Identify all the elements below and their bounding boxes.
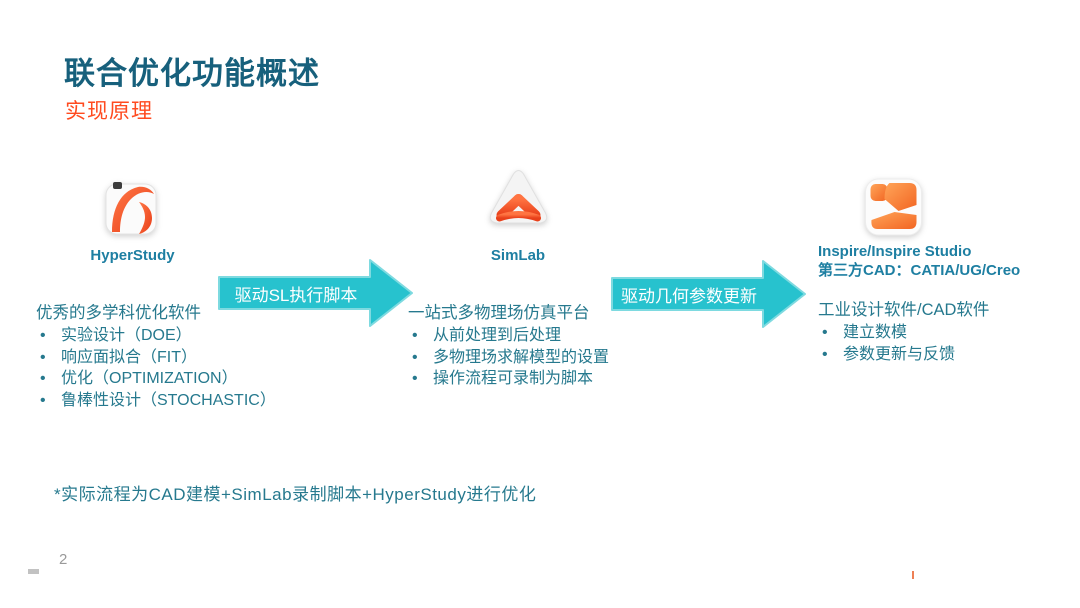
bullet-text: 操作流程可录制为脚本 — [433, 370, 594, 387]
simlab-logo-icon — [489, 170, 548, 224]
arrow-drive-geometry: 驱动几何参数更新 — [611, 259, 807, 329]
inspire-description: 工业设计软件/CAD软件 • 建立数模 • 参数更新与反馈 — [818, 299, 1068, 365]
inspire-label-line1: Inspire/Inspire Studio — [818, 243, 972, 260]
inspire-label: Inspire/Inspire Studio 第三方CAD：CATIA/UG/C… — [818, 242, 1020, 280]
bullet-text: 多物理场求解模型的设置 — [433, 348, 610, 366]
bullet-item: • 参数更新与反馈 — [822, 344, 1068, 366]
bullet-item: • 操作流程可录制为脚本 — [412, 368, 688, 390]
inspire-logo-icon — [865, 178, 922, 236]
page-number: 2 — [59, 551, 68, 568]
bullet-text: 鲁棒性设计（STOCHASTIC） — [61, 391, 276, 409]
bullet-dot: • — [822, 345, 828, 363]
bullet-item: • 优化（OPTIMIZATION） — [40, 368, 366, 390]
bullet-item: • 鲁棒性设计（STOCHASTIC） — [40, 390, 366, 412]
hyperstudy-label: HyperStudy — [90, 247, 175, 264]
bullet-text: 实验设计（DOE） — [61, 327, 192, 344]
bullet-dot: • — [822, 324, 828, 341]
page-subtitle: 实现原理 — [65, 100, 153, 123]
bullet-text: 响应面拟合（FIT） — [61, 348, 197, 366]
page-title: 联合优化功能概述 — [64, 56, 320, 91]
hyperstudy-logo-icon — [105, 182, 157, 235]
arrow-label: 驱动几何参数更新 — [621, 286, 757, 306]
bullet-text: 从前处理到后处理 — [433, 327, 562, 344]
bullet-item: • 实验设计（DOE） — [40, 325, 366, 347]
simlab-label: SimLab — [490, 247, 546, 264]
footnote: *实际流程为CAD建模+SimLab录制脚本+HyperStudy进行优化 — [54, 485, 537, 504]
bullet-item: • 从前处理到后处理 — [412, 325, 688, 347]
column-heading: 一站式多物理场仿真平台 — [408, 304, 590, 322]
bullet-dot: • — [40, 370, 46, 387]
bullet-text: 优化（OPTIMIZATION） — [61, 370, 238, 387]
bullet-dot: • — [412, 370, 418, 387]
simlab-description: 一站式多物理场仿真平台 • 从前处理到后处理 • 多物理场求解模型的设置 • 操… — [408, 302, 688, 390]
bullet-dot: • — [40, 391, 46, 409]
column-heading: 优秀的多学科优化软件 — [36, 304, 201, 322]
arrow-drive-script: 驱动SL执行脚本 — [218, 258, 414, 328]
bullet-text: 参数更新与反馈 — [843, 345, 956, 363]
bullet-item: • 多物理场求解模型的设置 — [412, 347, 688, 369]
column-heading: 工业设计软件/CAD软件 — [818, 301, 990, 319]
bullet-item: • 建立数模 — [822, 322, 1068, 344]
bullet-dot: • — [412, 348, 418, 366]
right-arrow-icon — [218, 259, 413, 327]
inspire-label-line2: 第三方CAD：CATIA/UG/Creo — [818, 262, 1021, 279]
right-arrow-icon — [611, 260, 806, 328]
bullet-dot: • — [40, 327, 46, 344]
bullet-text: 建立数模 — [843, 324, 908, 341]
hyperstudy-description: 优秀的多学科优化软件 • 实验设计（DOE） • 响应面拟合（FIT） • 优化… — [36, 302, 366, 411]
bullet-dot: • — [412, 327, 418, 344]
stray-gray-mark — [28, 569, 39, 574]
arrow-label: 驱动SL执行脚本 — [234, 285, 358, 305]
bullet-item: • 响应面拟合（FIT） — [40, 347, 366, 369]
stray-orange-mark — [912, 571, 914, 579]
bullet-dot: • — [40, 348, 46, 366]
